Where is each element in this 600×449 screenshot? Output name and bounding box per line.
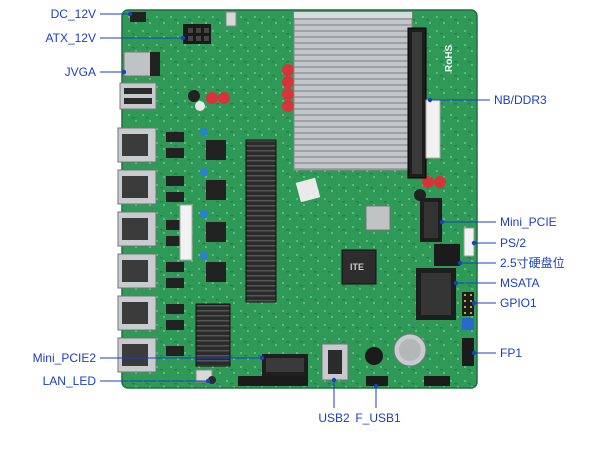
label-gpio1: GPIO1 (500, 296, 537, 310)
gpio-header (462, 292, 474, 316)
dc-jack (130, 12, 146, 22)
heatsink-left (245, 139, 277, 303)
label-nb-ddr3: NB/DDR3 (494, 93, 547, 107)
label-ps2: PS/2 (500, 236, 526, 250)
label-dc-12v: DC_12V (51, 7, 96, 21)
rohs-mark: RoHS (444, 44, 455, 72)
superio-chip (341, 249, 377, 285)
label-fp1: FP1 (500, 346, 522, 360)
main-heatsink (293, 11, 413, 171)
chip-label: ITE (350, 262, 364, 272)
label-lan-led: LAN_LED (43, 374, 97, 388)
lan-port-group (117, 127, 157, 373)
lan-port (117, 127, 157, 163)
label-msata: MSATA (500, 276, 540, 290)
f-usb1-header (366, 376, 388, 386)
sata-connector (434, 244, 460, 266)
usb-stack-left (119, 82, 157, 110)
label-jvga: JVGA (65, 65, 96, 79)
label-usb2: USB2 (318, 411, 350, 425)
label-f-usb1: F_USB1 (355, 411, 401, 425)
label-atx-12v: ATX_12V (46, 31, 96, 45)
lan-led-indicator (208, 376, 216, 384)
fp1-header (462, 338, 474, 366)
label-mini-pcie2: Mini_PCIE2 (33, 351, 97, 365)
buzzer (365, 347, 383, 365)
heatsink-bottom-left (195, 303, 231, 367)
label-hdd-slot: 2.5寸硬盘位 (500, 255, 565, 270)
label-mini-pcie: Mini_PCIE (500, 215, 557, 229)
